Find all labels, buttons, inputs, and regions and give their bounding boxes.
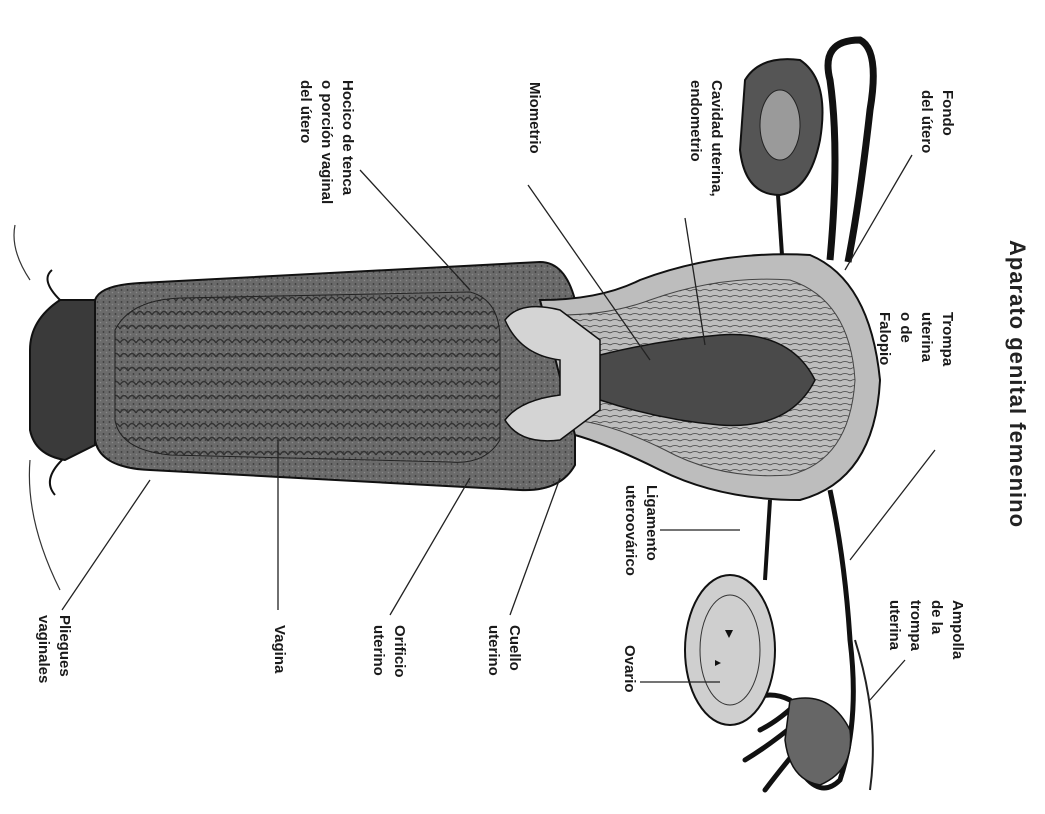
label-trompa-uterina: Trompa uterina o de Falopio xyxy=(874,312,958,399)
label-fondo-utero: Fondo del útero xyxy=(916,90,958,153)
label-cuello-uterino: Cuello uterino xyxy=(483,625,525,676)
label-ovario: Ovario xyxy=(619,645,640,693)
label-hocico-de-tenca: Hocico de tenca o porción vaginal del út… xyxy=(295,80,358,204)
diagram-title: Aparato genital femenino xyxy=(1004,240,1030,528)
vaginal-opening xyxy=(30,300,95,460)
label-ligamento: Ligamento uteroovárico xyxy=(620,485,662,576)
fallopian-tube-upper xyxy=(828,40,873,262)
label-pliegues-vaginales: Pliegues vaginales xyxy=(33,615,75,683)
vaginal-folds xyxy=(115,292,500,462)
label-vagina: Vagina xyxy=(269,625,290,673)
ovary-lower xyxy=(685,575,775,725)
label-miometrio: Miometrio xyxy=(524,82,545,154)
label-cavidad-uterina: Cavidad uterina, endometrio xyxy=(685,80,727,197)
label-orificio-uterino: Orificio uterino xyxy=(368,625,410,678)
label-ampolla: Ampolla de la trompa uterina xyxy=(884,600,968,677)
